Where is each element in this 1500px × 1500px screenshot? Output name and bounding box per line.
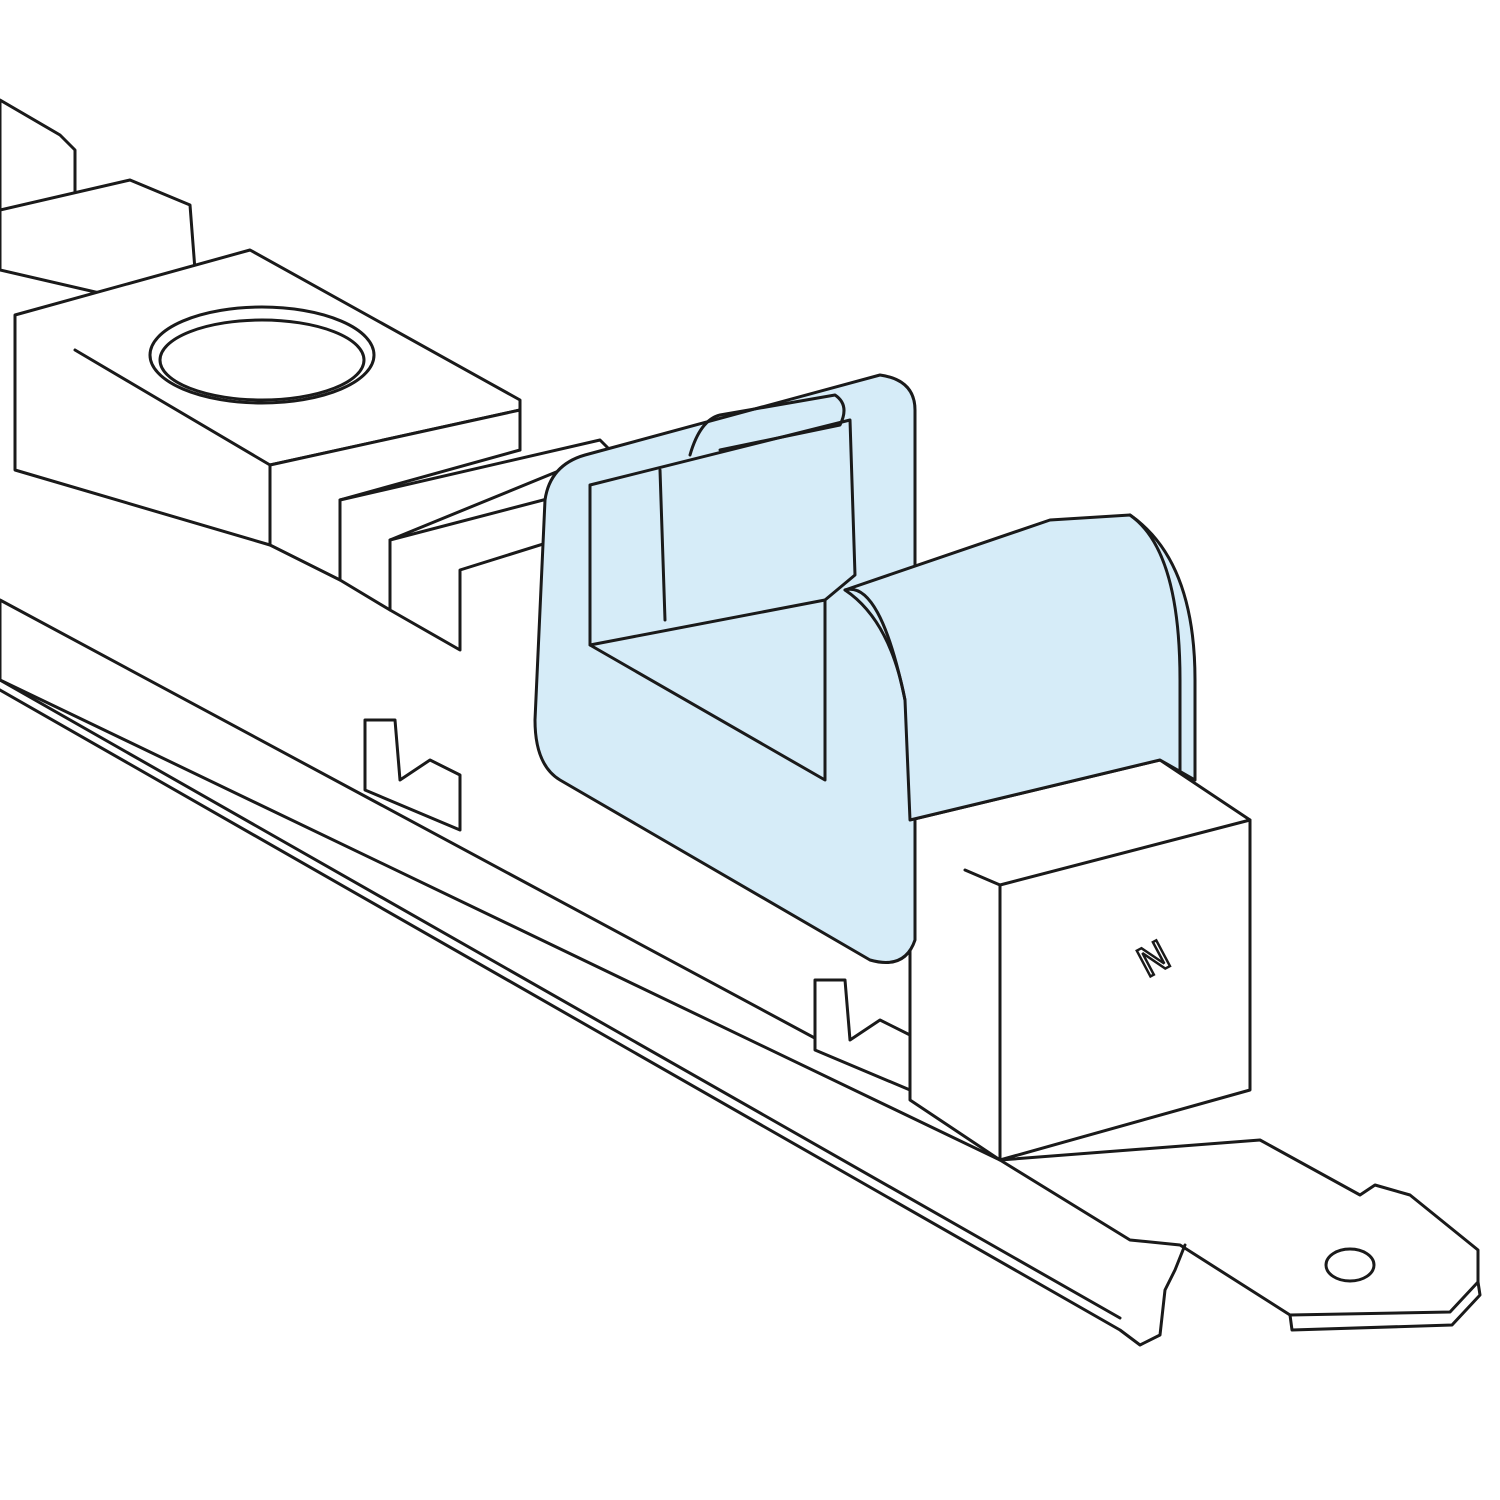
left-terminal-blocks [0,98,912,1092]
base-rail [0,598,1482,1347]
insulating-cover[interactable] [533,373,1197,964]
terminal-block[interactable]: N [908,758,1252,1162]
mounting-hole [1324,1247,1376,1283]
screw-hole [148,305,376,405]
